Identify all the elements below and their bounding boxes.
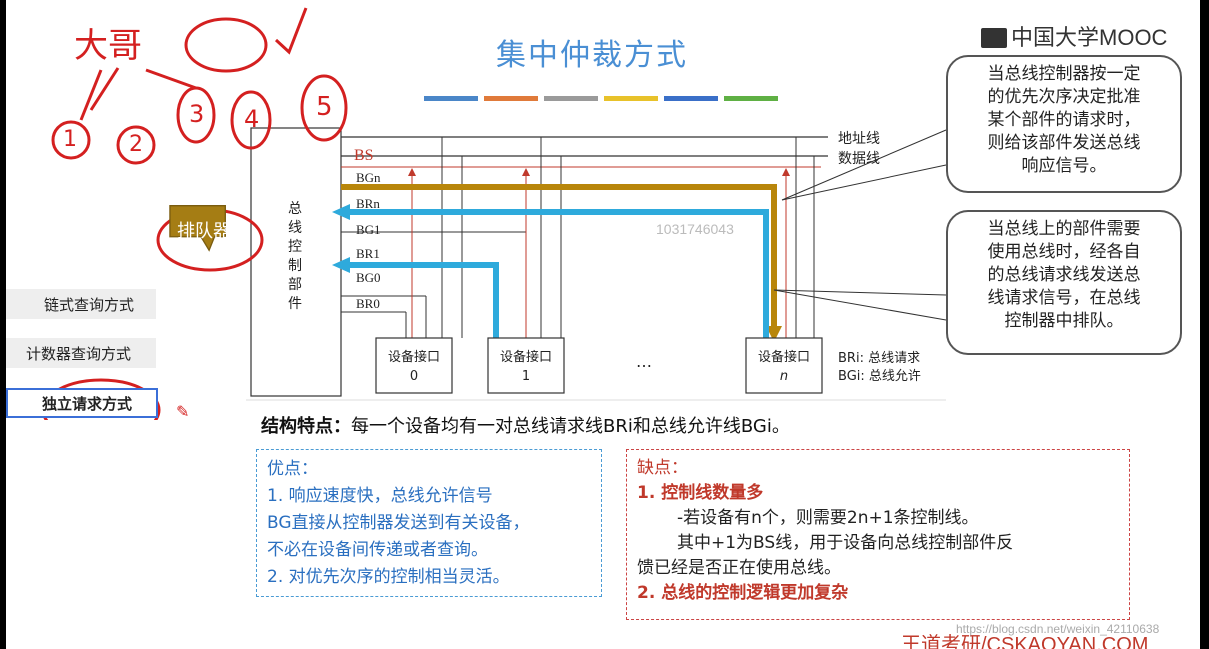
controller-label: 总线控制部件	[288, 201, 302, 312]
device-box-n	[745, 337, 823, 394]
url-watermark: https://blog.csdn.net/weixin_42110638	[956, 622, 1160, 636]
callout-line: 当总线控制器按一定	[987, 64, 1141, 84]
callout-line: 当总线上的部件需要	[987, 219, 1141, 239]
color-bar-segment	[664, 96, 718, 101]
brn-label: BRn	[356, 196, 380, 211]
br0-label: BR0	[356, 296, 380, 311]
controller-box	[250, 127, 342, 397]
arbitration-diagram	[41, 7, 947, 420]
handwritten-annotations	[41, 7, 348, 420]
color-bar-segment	[724, 96, 778, 101]
callout-line: 的总线请求线发送总	[987, 265, 1141, 285]
slide: 集中仲裁方式 中国大学MOOC	[6, 0, 1200, 649]
mooc-logo: 中国大学MOOC	[981, 20, 1167, 52]
queue-callout-shape	[169, 205, 226, 252]
callout-line: 线请求信号，在总线	[987, 288, 1141, 308]
bg0-label: BG0	[356, 270, 381, 285]
pen-icon: ✎	[176, 402, 190, 421]
color-bar	[424, 86, 784, 105]
addr-line-label: 地址线	[838, 131, 880, 147]
rank-5: 5	[316, 92, 333, 122]
footer-brand: 王道考研/CSKAOYAN.COM	[901, 634, 1149, 649]
slide-title: 集中仲裁方式	[496, 38, 688, 73]
sidebar-item-chain[interactable]: 链式查询方式	[6, 289, 156, 319]
watermark-id: 1031746043	[656, 221, 734, 237]
brn-line	[346, 209, 769, 338]
color-bar-segment	[604, 96, 658, 101]
ellipsis: …	[636, 352, 652, 371]
sidebar-item-independent[interactable]: 独立请求方式	[6, 388, 158, 418]
cons-box: 缺点： 1. 控制线数量多 -若设备有n个，则需要2n+1条控制线。 其中+1为…	[626, 449, 1130, 620]
bg1-label: BG1	[356, 222, 381, 237]
rank-2: 2	[129, 132, 143, 157]
callout-request: 当总线上的部件需要使用总线时，经各自的总线请求线发送总线请求信号，在总线控制器中…	[946, 210, 1182, 355]
device-box-1	[487, 337, 565, 394]
callout-line: 使用总线时，经各自	[987, 242, 1141, 262]
queue-label: 排队器	[177, 221, 231, 242]
color-bar-segment	[484, 96, 538, 101]
sidebar-item-counter[interactable]: 计数器查询方式	[6, 338, 156, 368]
callout-line: 的优先次序决定批准	[987, 87, 1141, 107]
device-box-0	[375, 337, 453, 394]
data-line-label: 数据线	[838, 151, 880, 167]
bgn-label: BGn	[356, 170, 381, 185]
color-bar-segment	[544, 96, 598, 101]
callout-line: 响应信号。	[1021, 156, 1107, 176]
rank-1: 1	[63, 127, 77, 152]
br1-label: BR1	[356, 246, 380, 261]
callout-line: 某个部件的请求时，	[987, 110, 1141, 130]
bgn-line	[341, 184, 777, 330]
bs-label: BS	[354, 147, 374, 164]
callout-line: 控制器中排队。	[1004, 311, 1124, 331]
callout-line: 则给该部件发送总线	[987, 133, 1141, 153]
book-icon	[981, 28, 1007, 48]
color-bar-segment	[424, 96, 478, 101]
rank-4: 4	[244, 105, 260, 133]
handwritten-big-brother: 大哥	[74, 26, 142, 66]
pros-box: 优点： 1. 响应速度快，总线允许信号 BG直接从控制器发送到有关设备， 不必在…	[256, 449, 602, 597]
br1-line	[346, 262, 499, 338]
rank-3: 3	[189, 100, 205, 128]
callout-grant: 当总线控制器按一定的优先次序决定批准某个部件的请求时， 则给该部件发送总线响应信号…	[946, 55, 1182, 193]
structure-feature: 结构特点：每一个设备均有一对总线请求线BRi和总线允许线BGi。	[261, 416, 790, 437]
